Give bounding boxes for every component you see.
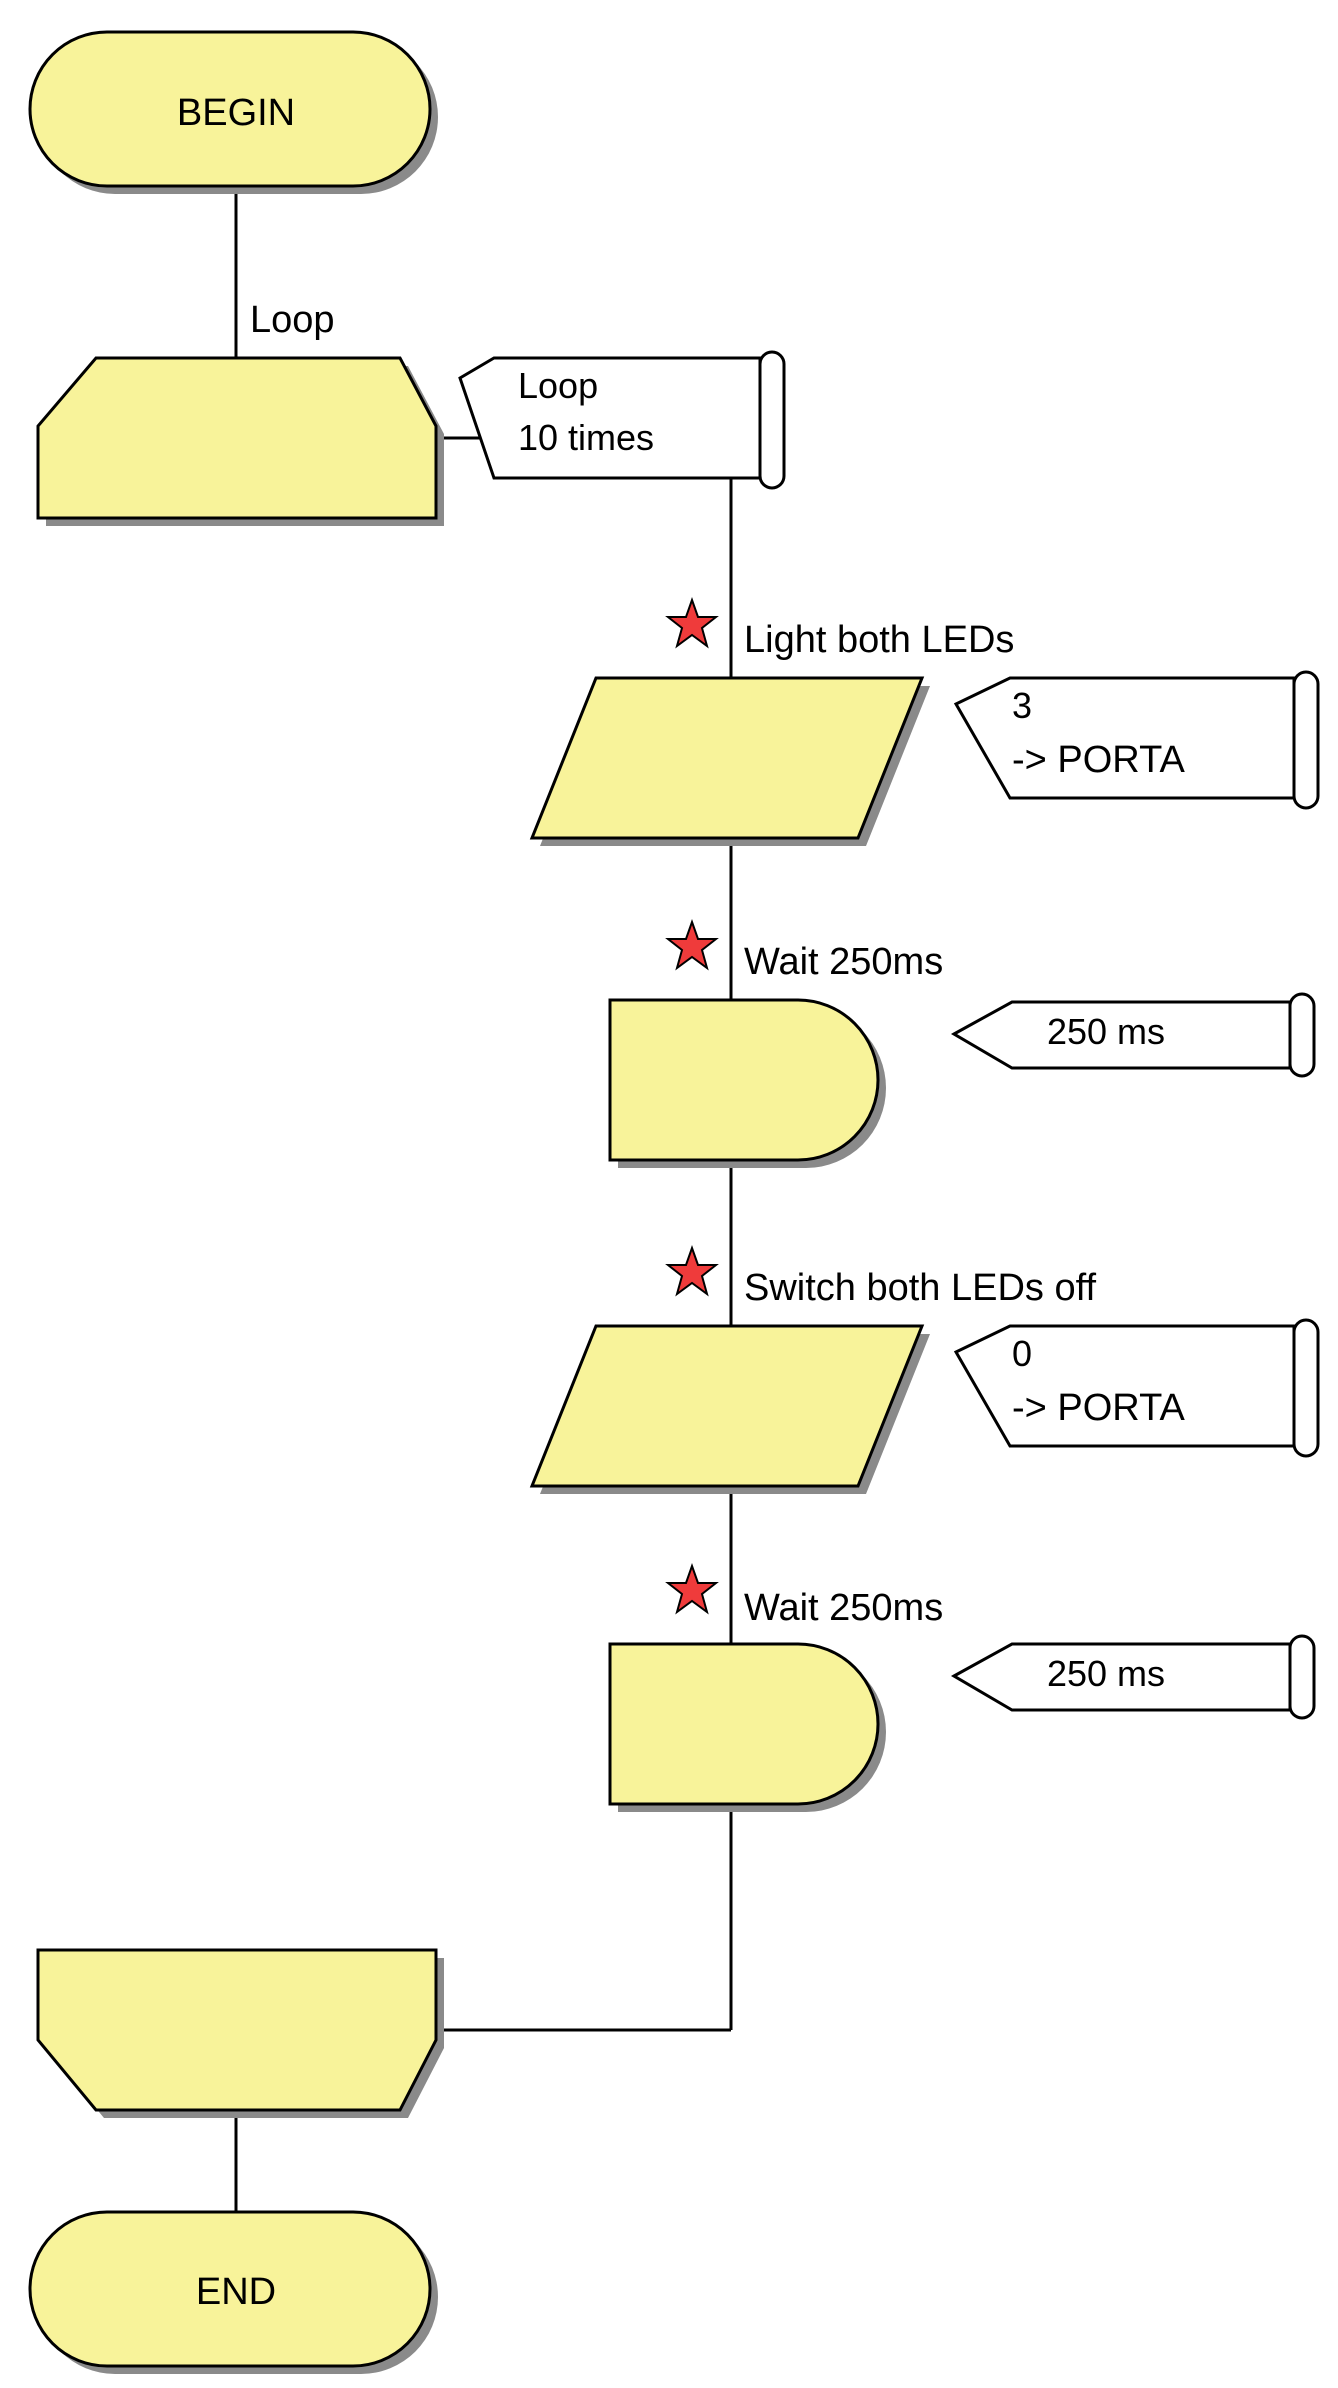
step1-label: Light both LEDs	[744, 619, 1014, 661]
step4-note: 250 ms	[950, 1634, 1316, 1720]
loop-start-block[interactable]	[36, 356, 444, 526]
step1-note-line1: 3	[1012, 685, 1032, 726]
end-terminal[interactable]: END	[28, 2210, 438, 2374]
loop-label: Loop	[250, 299, 335, 341]
step1-output-block[interactable]	[529, 676, 930, 846]
step4-delay-block[interactable]	[608, 1642, 886, 1812]
step3-label: Switch both LEDs off	[744, 1267, 1096, 1309]
step2-delay-block[interactable]	[608, 998, 886, 1168]
star-icon	[665, 1562, 719, 1615]
step3-note-line2: -> PORTA	[1012, 1387, 1185, 1429]
star-icon	[665, 1244, 719, 1297]
step1-note-line2: -> PORTA	[1012, 739, 1185, 781]
begin-label: BEGIN	[177, 92, 295, 134]
step2-note-line1: 250 ms	[1047, 1011, 1165, 1052]
step3-note: 0 -> PORTA	[953, 1318, 1320, 1458]
step1-note: 3 -> PORTA	[953, 670, 1320, 810]
loop-note: Loop 10 times	[458, 350, 786, 490]
loop-note-line1: Loop	[518, 365, 598, 406]
loop-end-block[interactable]	[36, 1948, 444, 2118]
begin-terminal[interactable]: BEGIN	[28, 30, 438, 194]
loop-note-line2: 10 times	[518, 417, 654, 458]
star-icon	[665, 596, 719, 649]
step3-output-block[interactable]	[529, 1324, 930, 1494]
step3-note-line1: 0	[1012, 1333, 1032, 1374]
step2-note: 250 ms	[950, 992, 1316, 1078]
step2-label: Wait 250ms	[744, 941, 943, 983]
step4-note-line1: 250 ms	[1047, 1653, 1165, 1694]
star-icon	[665, 918, 719, 971]
end-label: END	[196, 2271, 276, 2313]
step4-label: Wait 250ms	[744, 1587, 943, 1629]
